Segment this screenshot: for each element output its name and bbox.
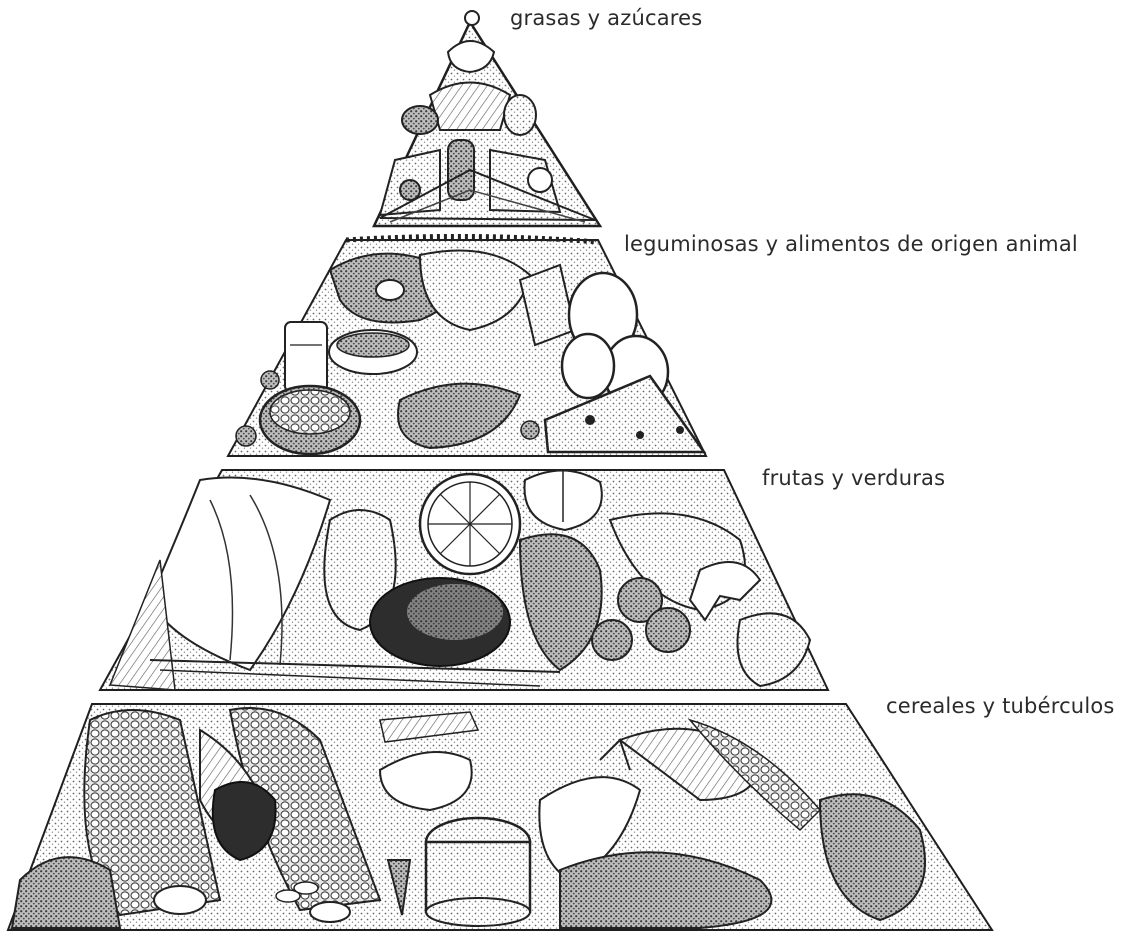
tier-label-cereals-tubers: cereales y tubérculos <box>886 694 1115 718</box>
tier-fats-sugars <box>374 11 600 226</box>
tier-label-fruits-vegetables: frutas y verduras <box>762 466 945 490</box>
tier-label-fats-sugars: grasas y azúcares <box>510 6 702 30</box>
tier-cereals-tubers <box>8 704 992 930</box>
tier-label-legumes-animal-foods: leguminosas y alimentos de origen animal <box>624 232 1078 256</box>
tier-legumes-animal-foods <box>228 236 706 456</box>
tier-fruits-vegetables <box>100 470 828 690</box>
